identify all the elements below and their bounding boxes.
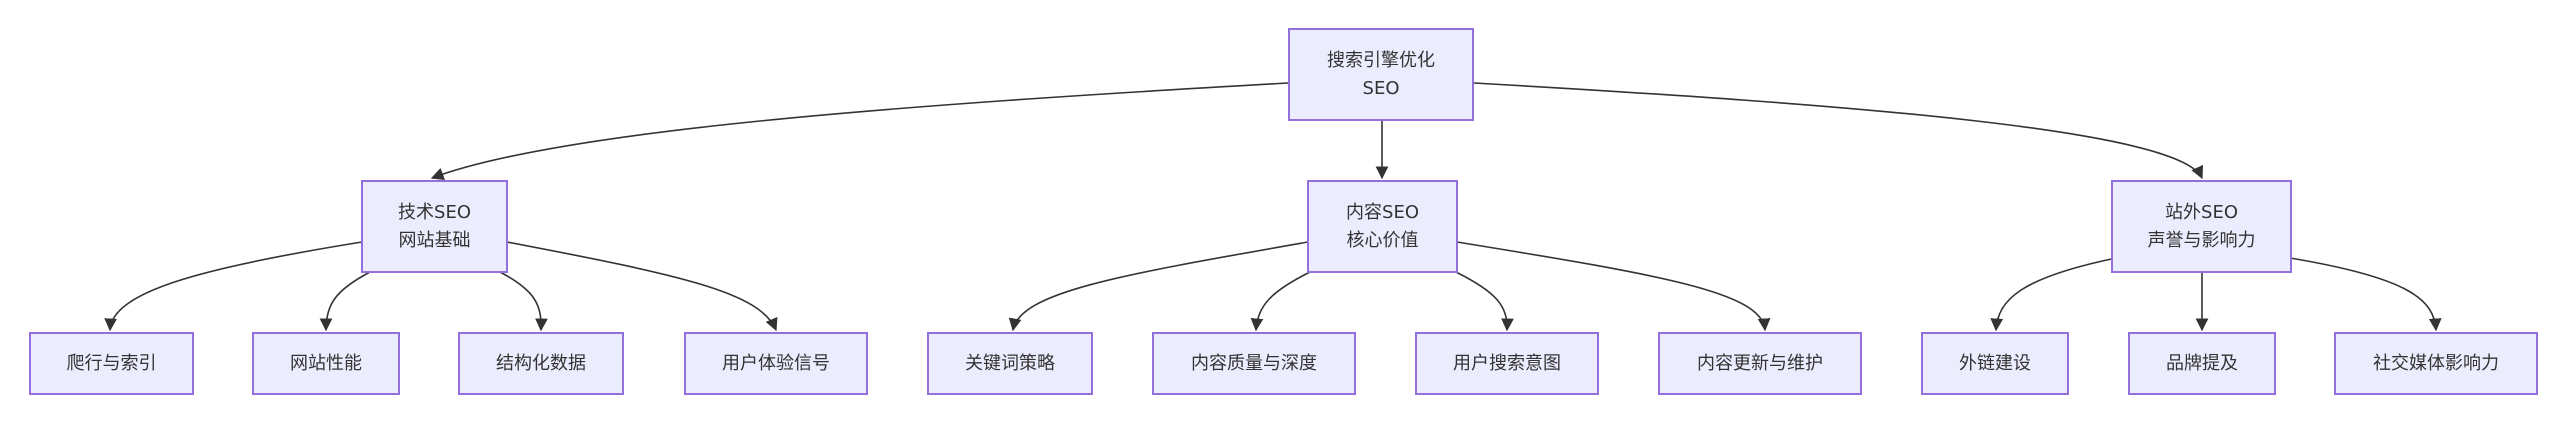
node-leaf-social-influence: 社交媒体影响力 xyxy=(2334,332,2538,395)
edge-offsite-social xyxy=(2289,257,2442,332)
node-root-seo: 搜索引擎优化 SEO xyxy=(1288,28,1474,121)
node-leaf-content-quality: 内容质量与深度 xyxy=(1152,332,1356,395)
node-label-line2: 声誉与影响力 xyxy=(2147,229,2256,251)
node-leaf-structured-data: 结构化数据 xyxy=(458,332,624,395)
node-leaf-keyword-strategy: 关键词策略 xyxy=(927,332,1093,395)
node-leaf-backlinks: 外链建设 xyxy=(1921,332,2069,395)
edge-content-update xyxy=(1456,241,1771,332)
node-label-line1: 搜索引擎优化 xyxy=(1327,49,1435,71)
node-technical-seo: 技术SEO 网站基础 xyxy=(361,180,508,273)
edge-root-offsite xyxy=(1473,82,2203,180)
node-label: 内容质量与深度 xyxy=(1191,352,1317,374)
edge-technical-crawl xyxy=(104,241,363,332)
node-label: 结构化数据 xyxy=(496,352,586,374)
node-label-line2: 核心价值 xyxy=(1346,229,1419,251)
node-leaf-ux-signals: 用户体验信号 xyxy=(684,332,868,395)
node-label: 内容更新与维护 xyxy=(1697,352,1823,374)
node-label: 用户体验信号 xyxy=(722,352,830,374)
edge-offsite-backlinks xyxy=(1990,257,2117,332)
node-label-line2: SEO xyxy=(1362,77,1400,99)
node-content-seo: 内容SEO 核心价值 xyxy=(1307,180,1458,273)
node-label: 爬行与索引 xyxy=(66,352,157,374)
edge-content-intent xyxy=(1455,271,1514,332)
node-label: 用户搜索意图 xyxy=(1453,352,1561,374)
node-label: 社交媒体影响力 xyxy=(2373,352,2499,374)
edge-content-quality xyxy=(1250,271,1311,332)
node-label-line2: 网站基础 xyxy=(398,229,471,251)
edge-root-technical xyxy=(430,82,1289,180)
node-leaf-content-update: 内容更新与维护 xyxy=(1658,332,1862,395)
node-offsite-seo: 站外SEO 声誉与影响力 xyxy=(2111,180,2292,273)
edge-content-keyword xyxy=(1008,241,1309,332)
node-label: 关键词策略 xyxy=(965,352,1055,374)
node-label: 品牌提及 xyxy=(2166,352,2238,374)
node-leaf-search-intent: 用户搜索意图 xyxy=(1415,332,1599,395)
node-leaf-crawl-index: 爬行与索引 xyxy=(29,332,194,395)
node-label-line1: 站外SEO xyxy=(2165,201,2238,223)
node-leaf-site-performance: 网站性能 xyxy=(252,332,400,395)
edge-technical-performance xyxy=(319,271,371,332)
edge-technical-ux xyxy=(506,241,778,332)
node-label-line1: 内容SEO xyxy=(1346,201,1419,223)
node-label: 外链建设 xyxy=(1959,352,2031,374)
node-label-line1: 技术SEO xyxy=(398,201,471,223)
node-label: 网站性能 xyxy=(290,352,362,374)
node-leaf-brand-mentions: 品牌提及 xyxy=(2128,332,2276,395)
edge-technical-structured xyxy=(499,271,548,332)
